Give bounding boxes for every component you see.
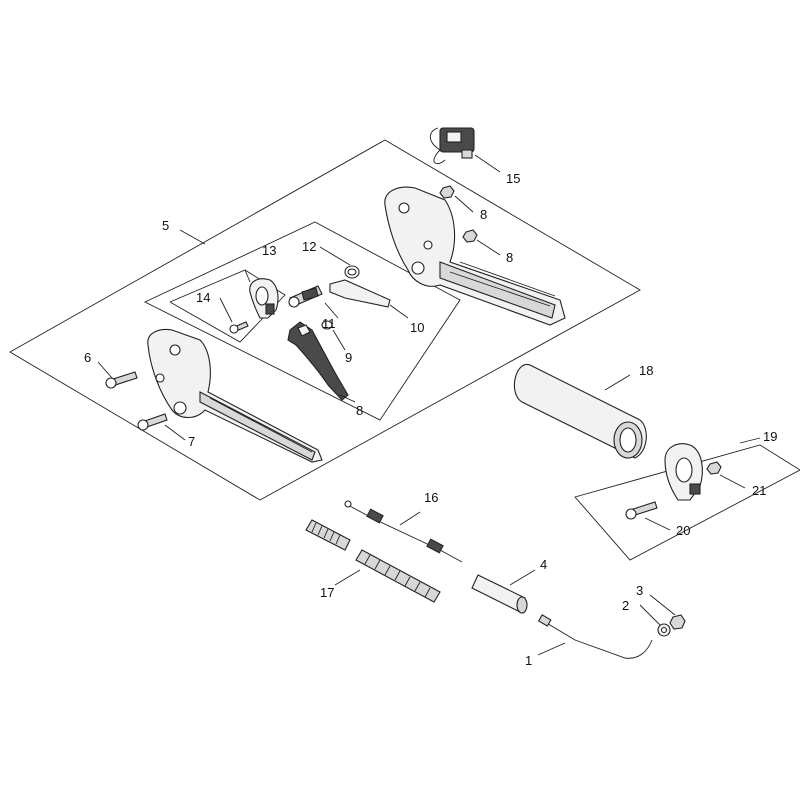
bent-cable-part xyxy=(537,614,653,659)
pin-part xyxy=(288,285,323,308)
leader-lines xyxy=(97,154,761,656)
left-handle-housing-part xyxy=(147,328,323,463)
clamp-kit-frame xyxy=(169,269,286,343)
callout-20: 19 xyxy=(763,429,777,444)
callout-4: 4 xyxy=(540,557,547,572)
screw-part xyxy=(625,501,658,520)
screw-part xyxy=(137,413,168,431)
callout-8: 8 xyxy=(480,207,487,222)
small-spring-part xyxy=(321,320,333,330)
callout-13: 12 xyxy=(302,239,316,254)
screw-part xyxy=(229,321,249,334)
washer-part xyxy=(657,623,671,637)
lever-kit-frame xyxy=(143,221,461,421)
callout-labels: 15 8 8 5 13 12 14 11 10 9 8 6 7 18 19 21… xyxy=(84,171,777,668)
callout-8: 8 xyxy=(506,250,513,265)
right-handle-housing-part xyxy=(384,186,566,326)
bar-clamp-part xyxy=(664,443,703,501)
callout-7: 7 xyxy=(188,434,195,449)
callout-3: 3 xyxy=(636,583,643,598)
corrugated-tube-part xyxy=(355,549,441,603)
lockout-plate-part xyxy=(329,279,391,308)
callout-9: 8 xyxy=(356,403,363,418)
cable-guide-part xyxy=(471,574,528,614)
callout-22: 21 xyxy=(752,483,766,498)
nut-part xyxy=(462,229,478,243)
callout-17: 16 xyxy=(424,490,438,505)
callout-5: 5 xyxy=(162,218,169,233)
handle-assembly-frame xyxy=(9,139,641,501)
callout-21: 20 xyxy=(676,523,690,538)
callout-19: 18 xyxy=(639,363,653,378)
callout-15: 14 xyxy=(196,290,210,305)
callout-11: 10 xyxy=(410,320,424,335)
callout-12: 11 xyxy=(322,316,336,331)
nut-part xyxy=(706,461,722,475)
callout-6: 6 xyxy=(84,350,91,365)
switch-connector-part xyxy=(429,127,475,164)
grip-tube-part xyxy=(513,364,647,459)
callout-16: 15 xyxy=(506,171,520,186)
throttle-lever-part xyxy=(287,321,349,401)
callout-18: 17 xyxy=(320,585,334,600)
nut-part xyxy=(669,614,686,630)
corrugated-tube-part xyxy=(305,519,351,551)
callout-10: 9 xyxy=(345,350,352,365)
callout-2: 2 xyxy=(622,598,629,613)
throttle-cable-part xyxy=(344,500,463,563)
spring-part xyxy=(344,265,360,279)
nut-part xyxy=(439,185,455,199)
clamp-part xyxy=(249,278,279,319)
screw-part xyxy=(105,371,138,389)
callout-1: 1 xyxy=(525,653,532,668)
callout-14: 13 xyxy=(262,243,276,258)
